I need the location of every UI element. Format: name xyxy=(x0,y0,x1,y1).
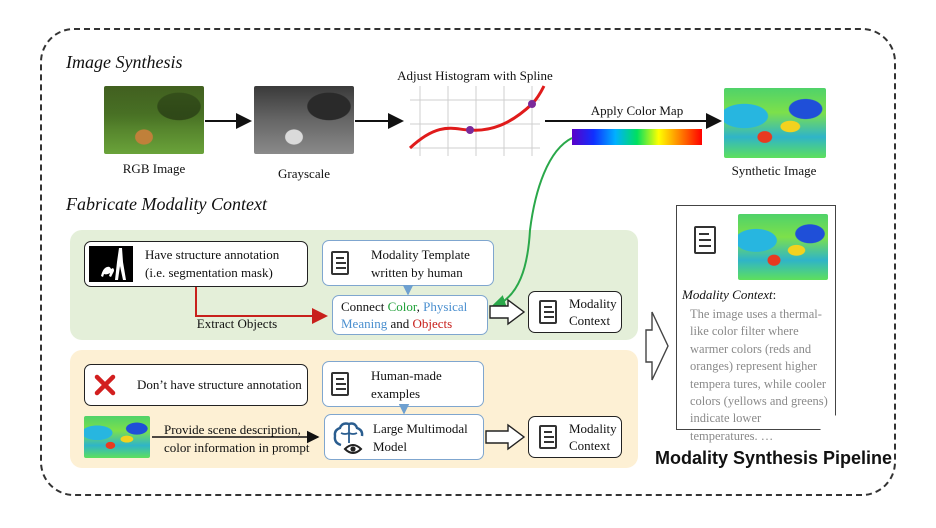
connect-line2: Meaning and Objects xyxy=(341,316,452,332)
template-document-icon xyxy=(331,251,349,275)
and-word: and xyxy=(387,316,413,331)
color-word: Color xyxy=(387,299,417,314)
physical-word: Physical xyxy=(423,299,468,314)
spline-control-point-1 xyxy=(466,126,474,134)
model-to-context-arrow xyxy=(485,423,526,451)
multimodal-model-box: Large Multimodal Model xyxy=(324,414,484,460)
connect-line1: Connect Color, Physical xyxy=(341,299,467,315)
modality-context-output-1: Modality Context xyxy=(528,291,622,333)
pipeline-frame xyxy=(40,28,896,496)
connect-to-context-arrow xyxy=(489,298,526,326)
rgb-image-label: RGB Image xyxy=(122,161,186,176)
output1-line2: Context xyxy=(569,313,611,328)
output2-line1: Modality xyxy=(569,421,617,436)
extract-objects-connector xyxy=(195,287,328,324)
card-document-icon xyxy=(694,226,716,254)
output1-line1: Modality xyxy=(569,296,617,311)
rgb-image xyxy=(104,86,204,154)
cross-icon xyxy=(91,371,119,399)
context-document-icon-1 xyxy=(539,300,557,324)
pipeline-title: Modality Synthesis Pipeline xyxy=(655,448,893,468)
colormap-to-connect-connector xyxy=(490,137,573,311)
card-fold xyxy=(820,415,836,430)
image-synthesis-title: Image Synthesis xyxy=(66,52,183,72)
examples-line2: examples xyxy=(371,386,421,401)
synthetic-image-label: Synthetic Image xyxy=(731,163,817,178)
objects-word: Objects xyxy=(412,316,453,331)
segmentation-mask-image xyxy=(89,246,133,282)
no-annotation-text: Don’t have structure annotation xyxy=(137,377,302,392)
colormap-bar xyxy=(572,129,702,145)
prompt-line2: color information in prompt xyxy=(164,440,310,455)
template-line1: Modality Template xyxy=(371,247,470,262)
card-heading-line: Modality Context: xyxy=(682,287,776,303)
modality-context-output-2: Modality Context xyxy=(528,416,622,458)
comma: , xyxy=(416,299,424,314)
extract-objects-label: Extract Objects xyxy=(196,316,278,331)
output2-line2: Context xyxy=(569,438,611,453)
thermal-input-image xyxy=(84,416,150,458)
card-thermal-image xyxy=(738,214,828,280)
grayscale-label: Grayscale xyxy=(278,166,330,181)
examples-document-icon xyxy=(331,372,349,396)
histogram-label: Adjust Histogram with Spline xyxy=(397,68,553,83)
brain-eye-icon xyxy=(331,419,367,455)
histogram-spline xyxy=(408,85,546,150)
panels-to-card-arrow xyxy=(645,311,669,381)
synthetic-image xyxy=(724,88,826,158)
grayscale-image xyxy=(254,86,354,154)
annotation-line1: Have structure annotation xyxy=(145,247,280,262)
annotation-box: Have structure annotation (i.e. segmenta… xyxy=(84,241,308,287)
no-annotation-box: Don’t have structure annotation xyxy=(84,364,308,406)
prompt-line1: Provide scene description, xyxy=(164,422,301,437)
connect-word: Connect xyxy=(341,299,388,314)
histogram-grid xyxy=(410,86,540,156)
card-heading-colon: : xyxy=(772,287,777,302)
context-document-icon-2 xyxy=(539,425,557,449)
annotation-line2: (i.e. segmentation mask) xyxy=(145,265,273,280)
spline-control-point-2 xyxy=(528,100,536,108)
model-line2: Model xyxy=(373,439,407,454)
fabricate-context-title: Fabricate Modality Context xyxy=(66,194,267,214)
colormap-label: Apply Color Map xyxy=(590,103,684,118)
modality-template-box: Modality Template written by human xyxy=(322,240,494,286)
examples-line1: Human-made xyxy=(371,368,442,383)
template-line2: written by human xyxy=(371,265,463,280)
card-body: The image uses a thermal-like color filt… xyxy=(690,307,828,443)
model-line1: Large Multimodal xyxy=(373,421,468,436)
connect-box: Connect Color, Physical Meaning and Obje… xyxy=(332,295,488,335)
meaning-word: Meaning xyxy=(341,316,388,331)
card-heading: Modality Context xyxy=(682,287,773,302)
